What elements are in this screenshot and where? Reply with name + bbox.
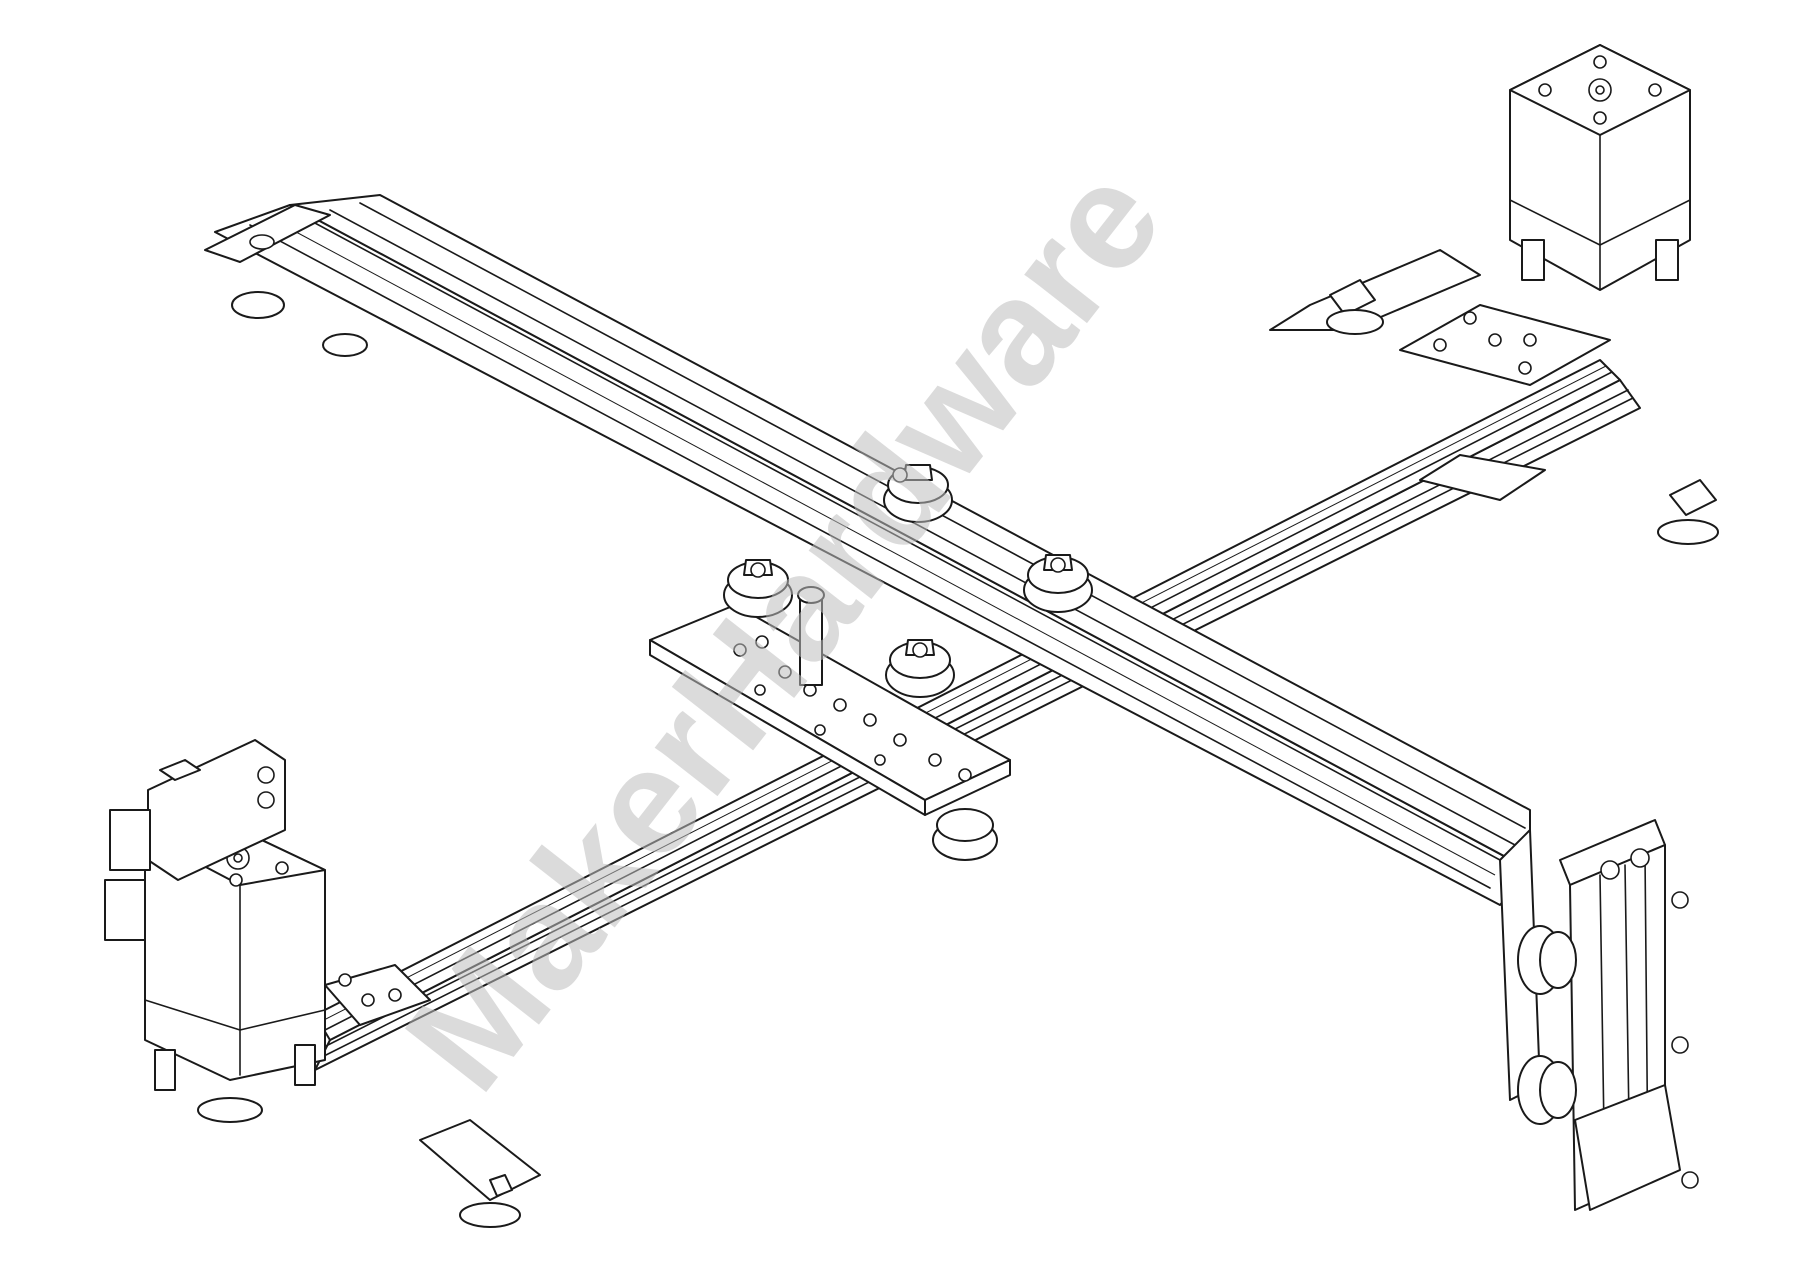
v-wheel xyxy=(1023,554,1093,613)
v-wheel xyxy=(885,639,955,698)
v-wheel xyxy=(1517,925,1577,995)
motor-mount-plate-left xyxy=(324,964,541,1228)
stepper-motor-left xyxy=(144,824,326,1123)
v-wheel xyxy=(1517,1055,1577,1125)
v-wheel xyxy=(932,808,998,861)
motor-mount-plate-right xyxy=(1326,279,1719,545)
stepper-motor-right xyxy=(1509,44,1691,291)
carriage-plate xyxy=(649,464,1093,861)
cap-screws xyxy=(750,467,1066,658)
y-rail-extrusion xyxy=(314,249,1641,1071)
z-carriage xyxy=(1499,819,1699,1211)
controller-board xyxy=(104,739,286,941)
standoff-post xyxy=(797,586,825,686)
